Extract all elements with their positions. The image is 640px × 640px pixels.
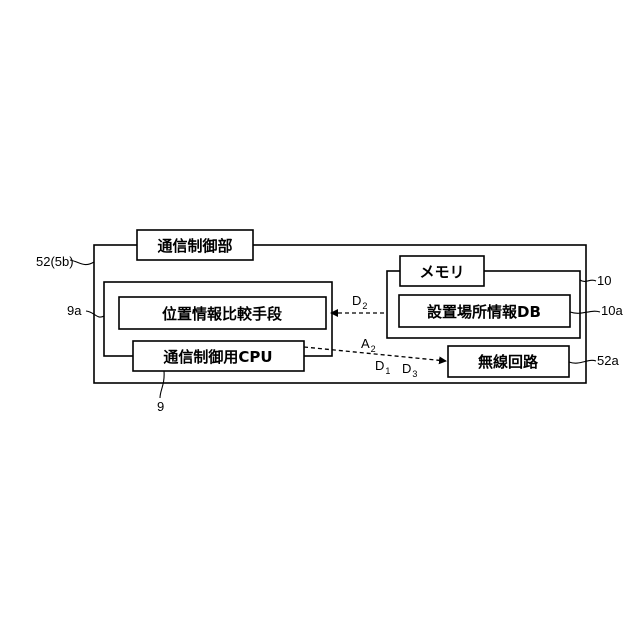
cpu-label: 通信制御用CPU [163,348,272,366]
radio-circuit-label: 無線回路 [478,353,539,371]
position-compare-label: 位置情報比較手段 [162,305,282,323]
communication-control-unit-label: 通信制御部 [157,237,232,255]
ref-cpu-group: 9a [67,303,82,318]
memory-label: メモリ [419,263,464,281]
ref-memory: 10 [597,273,611,288]
ref-radio: 52a [597,353,619,368]
ref-db: 10a [601,303,623,318]
ref-cpu: 9 [157,399,164,414]
ref-outer-unit-leader [70,260,94,265]
installation-db-label: 設置場所情報DB [427,303,541,321]
ref-outer-unit: 52(5b) [36,254,74,269]
